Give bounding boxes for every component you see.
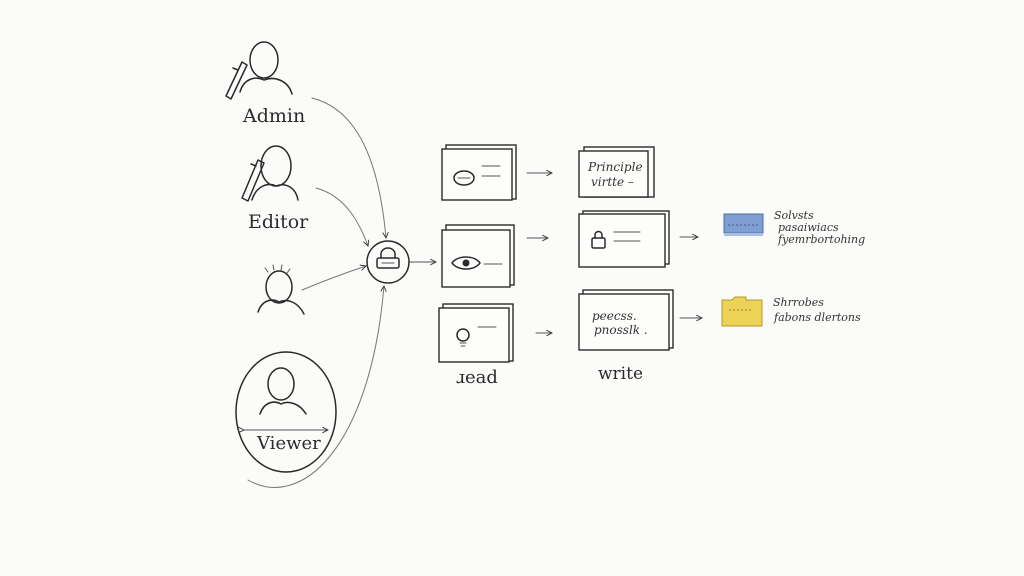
viewer-label: Viewer — [256, 433, 321, 454]
yellow-note-line2: fabons dlertons — [773, 311, 861, 324]
editor-role: Editor — [241, 145, 309, 233]
read-column: ɹead — [438, 144, 517, 388]
lock-icon — [591, 230, 606, 249]
blue-note-line1: Solvsts — [774, 209, 814, 222]
admin-label: Admin — [242, 105, 305, 127]
folder-icon — [721, 296, 763, 327]
admin-role: Admin — [225, 41, 305, 127]
write-document-2 — [578, 210, 670, 268]
eye-icon — [451, 256, 481, 270]
read-document-1 — [441, 144, 517, 201]
pen-icon — [225, 61, 248, 100]
card-icon — [723, 213, 764, 236]
write-doc-line2: pnosslk . — [594, 323, 648, 337]
person-icon — [239, 41, 293, 95]
user-role — [257, 264, 305, 315]
person-icon — [259, 367, 307, 415]
card-icon — [453, 170, 475, 186]
yellow-note: Shrrobes fabons dlertons — [721, 296, 861, 327]
write-document-1: Principle virtte – — [578, 146, 655, 198]
blue-note-line2: pasaiwiacs — [778, 221, 839, 234]
hub-node — [366, 240, 410, 284]
write-label: write — [598, 364, 643, 384]
blue-note-line3: fyemrbortohing — [777, 233, 865, 246]
blue-note: Solvsts pasaiwiacs fyemrbortohing — [723, 209, 865, 246]
write-doc-subtitle: virtte – — [591, 175, 634, 189]
write-document-3: peecss. pnosslk . — [578, 289, 674, 351]
read-write-connectors — [526, 173, 552, 333]
write-doc-line1: peecss. — [592, 309, 637, 323]
viewer-role: Viewer — [235, 351, 337, 473]
read-document-2 — [441, 224, 515, 288]
read-label: ɹead — [456, 367, 498, 388]
lock-icon — [376, 247, 400, 269]
viewer-circle — [235, 351, 337, 473]
read-document-3 — [438, 303, 514, 363]
role-connectors — [247, 97, 436, 488]
editor-label: Editor — [248, 211, 309, 233]
person-icon — [251, 145, 299, 201]
bulb-icon — [456, 328, 470, 347]
write-column: Principle virtte – peecss. pnosslk . wri… — [578, 146, 674, 384]
write-doc-title: Principle — [587, 160, 643, 174]
write-note-connectors — [679, 237, 702, 318]
person-icon — [257, 264, 305, 315]
pen-icon — [241, 159, 265, 202]
yellow-note-line1: Shrrobes — [773, 296, 824, 309]
